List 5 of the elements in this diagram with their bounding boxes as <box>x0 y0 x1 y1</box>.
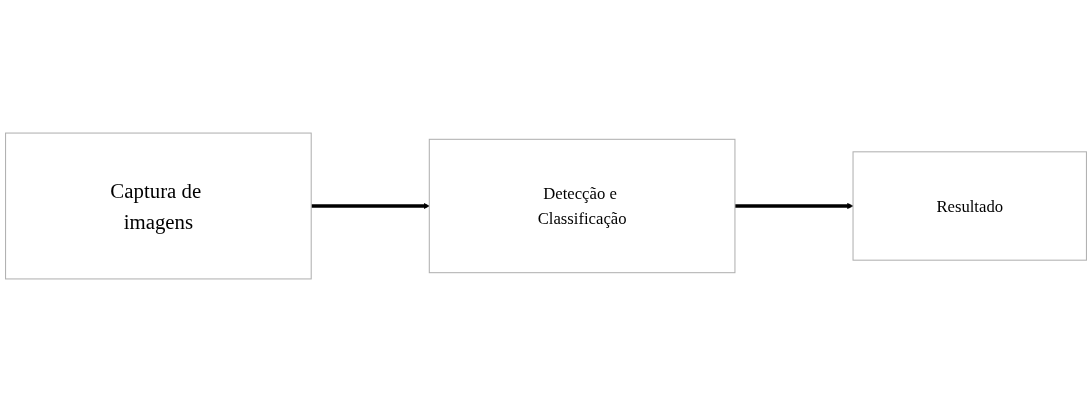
node-box: Detecção e Classificação <box>428 138 736 274</box>
arrow <box>311 202 430 210</box>
arrow <box>734 202 854 210</box>
node-box: Resultado <box>852 151 1087 261</box>
node-box: Captura de imagens <box>5 132 312 280</box>
